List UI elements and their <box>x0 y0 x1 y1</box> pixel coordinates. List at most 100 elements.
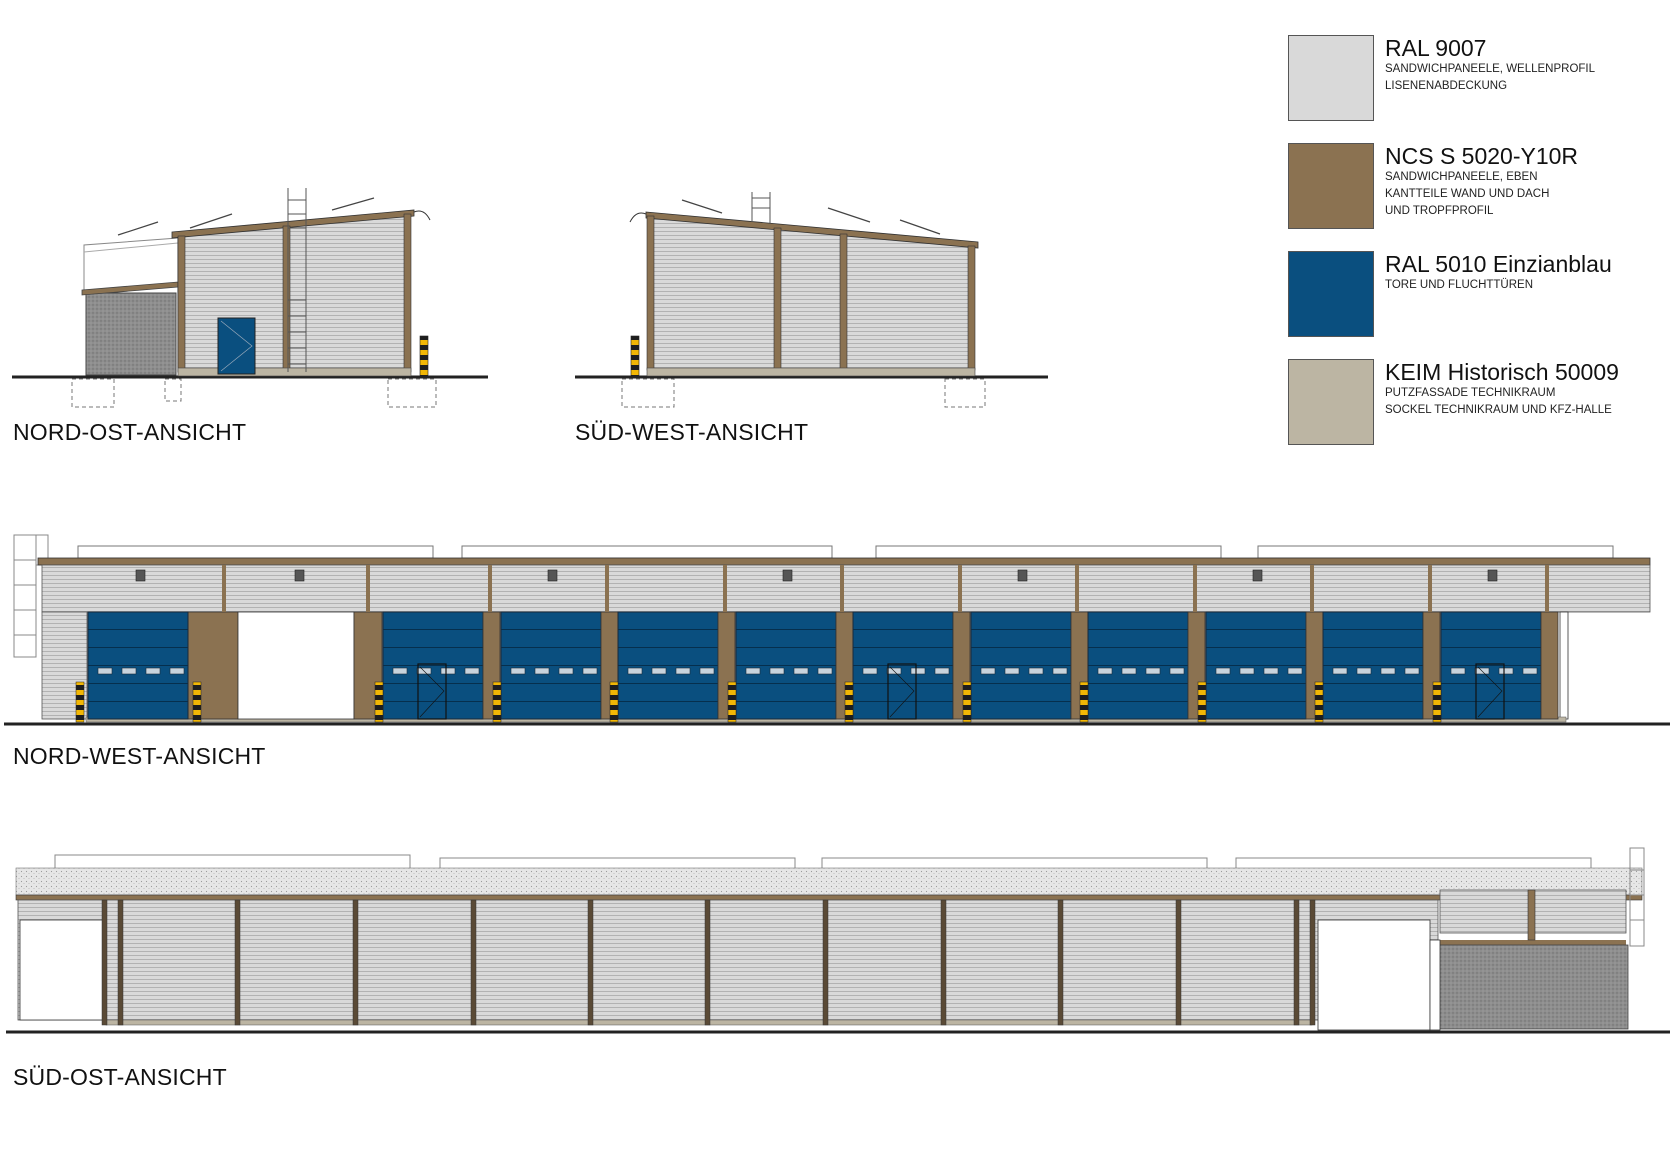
door-window <box>817 667 833 675</box>
wall-light <box>1487 569 1498 582</box>
door-window <box>1097 667 1113 675</box>
facade-post <box>470 899 477 1026</box>
door-window <box>145 667 161 675</box>
door-window <box>1215 667 1231 675</box>
sectional-door <box>1440 611 1542 720</box>
door-window <box>910 667 926 675</box>
sectional-door <box>970 611 1072 720</box>
legend-swatch <box>1288 35 1374 121</box>
door-window <box>1004 667 1020 675</box>
bollard <box>75 681 85 723</box>
door-window <box>1522 667 1538 675</box>
door-window <box>464 667 480 675</box>
north-east-view-title: NORD-OST-ANSICHT <box>13 419 247 445</box>
sectional-door <box>1087 611 1189 720</box>
bollard <box>192 681 202 723</box>
door-window <box>558 667 574 675</box>
door-window <box>699 667 715 675</box>
facade-post <box>822 899 829 1026</box>
legend-swatch <box>1288 143 1374 229</box>
door-window <box>1121 667 1137 675</box>
facade-post <box>940 899 947 1026</box>
door-window <box>1356 667 1372 675</box>
legend-code: RAL 9007 <box>1385 35 1487 61</box>
door-window <box>745 667 761 675</box>
door-window <box>980 667 996 675</box>
legend-code: NCS S 5020-Y10R <box>1385 143 1579 169</box>
bollard <box>1314 681 1324 723</box>
door-window <box>534 667 550 675</box>
wall-light <box>135 569 146 582</box>
north-west-bays <box>75 565 1559 723</box>
door-window <box>1169 667 1185 675</box>
door-window <box>1052 667 1068 675</box>
bollard <box>727 681 737 723</box>
door-window <box>169 667 185 675</box>
door-window <box>1450 667 1466 675</box>
door-window <box>1239 667 1255 675</box>
door-swing <box>889 666 915 718</box>
door-window <box>1287 667 1303 675</box>
escape-door <box>417 663 447 720</box>
door-window <box>862 667 878 675</box>
north-west-view-title: NORD-WEST-ANSICHT <box>13 743 266 769</box>
door-window <box>651 667 667 675</box>
door-window <box>1263 667 1279 675</box>
wall-light <box>294 569 305 582</box>
south-west-elevation <box>575 192 1048 408</box>
legend-item-keim-50009: KEIM Historisch 50009 PUTZFASSADE TECHNI… <box>1288 359 1668 449</box>
escape-door <box>887 663 917 720</box>
opening <box>237 611 355 720</box>
facade-post <box>1175 899 1182 1026</box>
door-window <box>392 667 408 675</box>
sectional-door <box>382 611 484 720</box>
legend-swatch <box>1288 359 1374 445</box>
bollard <box>1197 681 1207 723</box>
sectional-door <box>1322 611 1424 720</box>
sectional-door <box>87 611 189 720</box>
south-east-panels <box>101 899 1316 1026</box>
door-window <box>97 667 113 675</box>
north-east-elevation <box>12 188 488 408</box>
door-window <box>1332 667 1348 675</box>
facade-post <box>587 899 594 1026</box>
south-east-view-title: SÜD-OST-ANSICHT <box>13 1064 227 1090</box>
bollard <box>962 681 972 723</box>
door-window <box>582 667 598 675</box>
wall-light <box>1252 569 1263 582</box>
door-window <box>510 667 526 675</box>
legend-code: RAL 5010 Einzianblau <box>1385 251 1612 277</box>
bollard <box>1079 681 1089 723</box>
legend-code: KEIM Historisch 50009 <box>1385 359 1619 385</box>
facade-post <box>101 899 108 1026</box>
door-window <box>1404 667 1420 675</box>
sectional-door <box>617 611 719 720</box>
sectional-door <box>735 611 837 720</box>
facade-post <box>352 899 359 1026</box>
pilaster <box>1540 611 1559 720</box>
facade-post <box>1309 899 1316 1026</box>
facade-post <box>1293 899 1300 1026</box>
south-east-elevation <box>6 847 1670 1034</box>
sectional-door <box>1205 611 1307 720</box>
door-window <box>1145 667 1161 675</box>
door-window <box>440 667 456 675</box>
door-window <box>769 667 785 675</box>
door-window <box>934 667 950 675</box>
door-window <box>121 667 137 675</box>
bollard <box>492 681 502 723</box>
door-window <box>1498 667 1514 675</box>
bollard <box>1432 681 1442 723</box>
bollard <box>609 681 619 723</box>
door-window <box>1380 667 1396 675</box>
sectional-door <box>500 611 602 720</box>
door-window <box>675 667 691 675</box>
south-west-view-title: SÜD-WEST-ANSICHT <box>575 419 809 445</box>
legend-swatch <box>1288 251 1374 337</box>
bollard <box>374 681 384 723</box>
facade-post <box>117 899 124 1026</box>
